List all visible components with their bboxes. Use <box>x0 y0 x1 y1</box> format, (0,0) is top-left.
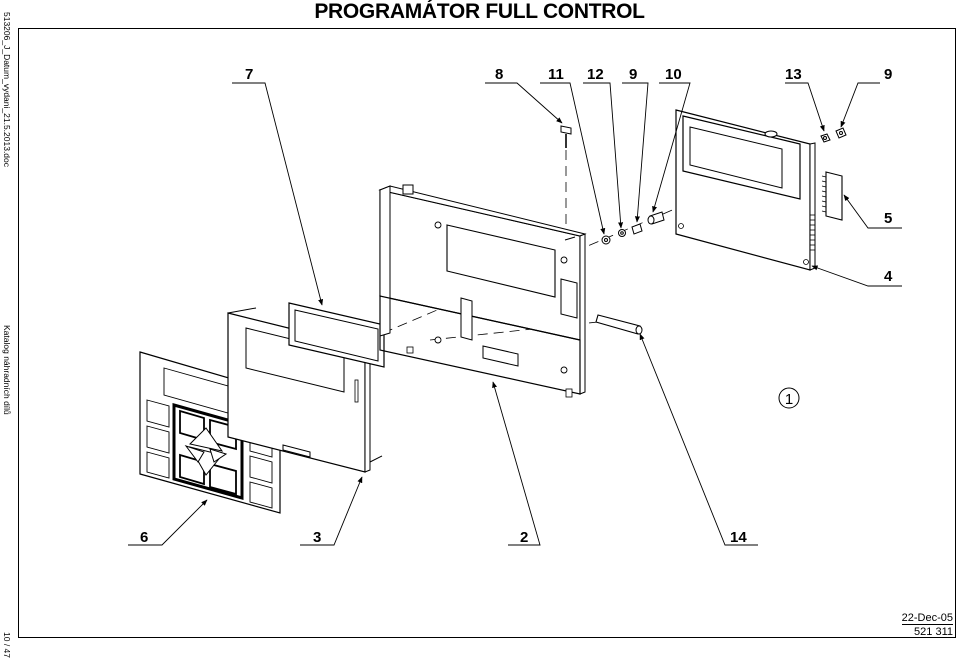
drawing-date: 22-Dec-05 <box>901 612 953 624</box>
callout-8: 8 <box>495 66 503 83</box>
ic-chip <box>821 171 843 221</box>
callout-12: 12 <box>587 66 604 83</box>
callout-leaders <box>128 82 902 546</box>
drawing-frame <box>18 28 956 638</box>
callout-9-right: 9 <box>884 66 892 83</box>
callout-3: 3 <box>313 529 321 546</box>
drawing-code: 521 311 <box>901 624 953 638</box>
callout-4: 4 <box>884 268 893 285</box>
callout-9: 9 <box>629 66 637 83</box>
view-number-badge: 1 <box>778 387 800 409</box>
callout-11: 11 <box>548 66 564 83</box>
callout-6: 6 <box>140 529 148 546</box>
callout-13: 13 <box>785 66 802 83</box>
pcb-nuts <box>820 127 847 143</box>
callout-7: 7 <box>245 66 253 83</box>
title-block: 22-Dec-05 521 311 <box>901 612 953 638</box>
fastener-hardware <box>560 125 665 245</box>
main-housing <box>378 184 587 398</box>
callout-2: 2 <box>520 529 528 546</box>
callout-10: 10 <box>665 66 682 83</box>
callout-14: 14 <box>730 529 747 546</box>
display-pcb <box>675 109 816 271</box>
callout-5: 5 <box>884 210 892 227</box>
page-title: PROGRAMÁTOR FULL CONTROL <box>314 0 645 23</box>
view-number: 1 <box>785 391 793 408</box>
display-window-frame <box>288 302 385 368</box>
rod-pin <box>595 314 643 335</box>
